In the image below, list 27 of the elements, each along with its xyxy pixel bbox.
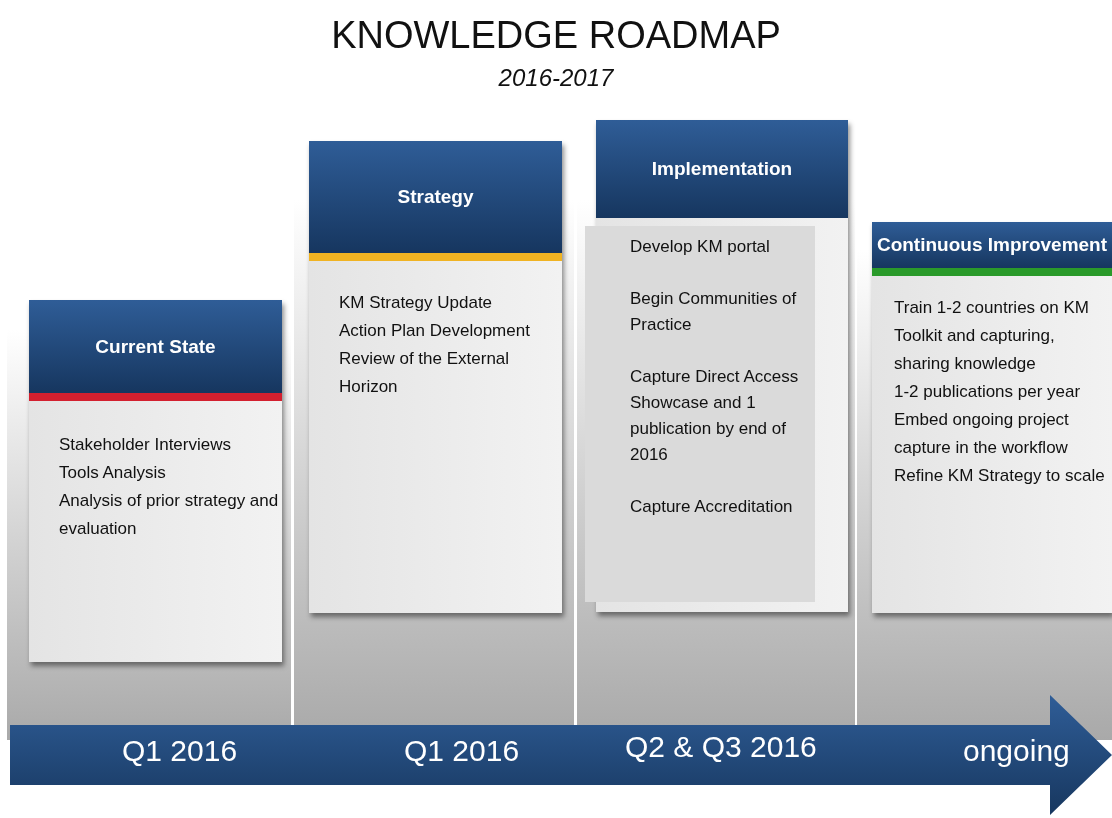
stage-card xyxy=(872,222,1112,613)
stage-item: Begin Communities of Practice xyxy=(630,288,798,336)
stage-item: Tools Analysis xyxy=(59,462,167,484)
stage-item: Embed ongoing project capture in the workflow xyxy=(894,409,1070,459)
stage-header: Current State xyxy=(29,300,282,393)
stage-card xyxy=(29,300,282,662)
stage-item: Develop KM portal xyxy=(630,236,771,258)
stage-item: Review of the External Horizon xyxy=(339,348,511,398)
stage-item: Stakeholder Interviews xyxy=(59,434,232,456)
stage-item: Action Plan Development xyxy=(339,320,531,342)
stage-card xyxy=(309,141,562,613)
stage-item: Refine KM Strategy to scale xyxy=(894,465,1106,487)
stage-header: Continuous Improvement xyxy=(872,222,1112,268)
stage-item: Train 1-2 countries on KM Toolkit and capturing, sharing knowledge xyxy=(894,297,1090,375)
stage-item: Capture Accreditation xyxy=(630,496,794,518)
timeline-label: Q2 & Q3 2016 xyxy=(625,730,817,764)
stage-item: 1-2 publications per year xyxy=(894,381,1082,403)
title: KNOWLEDGE ROADMAP xyxy=(330,14,782,57)
timeline-label: ongoing xyxy=(963,734,1070,768)
stage-header: Implementation xyxy=(596,120,848,218)
stage-item: KM Strategy Update xyxy=(339,292,494,314)
timeline-label: Q1 2016 xyxy=(122,734,238,768)
subtitle: 2016-2017 xyxy=(497,64,615,92)
stage-item: Analysis of prior strategy and evaluation xyxy=(59,490,279,540)
stage-item: Capture Direct Access Showcase and 1 publication by end of 2016 xyxy=(630,366,800,466)
stage-header: Strategy xyxy=(309,141,562,253)
timeline-label: Q1 2016 xyxy=(404,734,520,768)
